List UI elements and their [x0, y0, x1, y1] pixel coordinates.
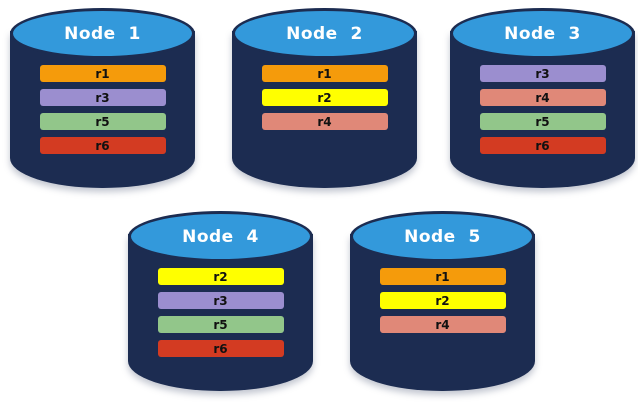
cylinder-top-icon [128, 211, 313, 262]
record-list: r1 r2 r4 [232, 65, 417, 130]
record-bar[interactable]: r6 [479, 137, 606, 154]
record-bar[interactable]: r2 [261, 89, 388, 106]
record-bar[interactable]: r3 [479, 65, 606, 82]
record-bar[interactable]: r1 [379, 268, 506, 285]
record-bar[interactable]: r1 [39, 65, 166, 82]
record-bar[interactable]: r3 [157, 292, 284, 309]
record-bar[interactable]: r6 [39, 137, 166, 154]
record-bar[interactable]: r6 [157, 340, 284, 357]
record-bar[interactable]: r3 [39, 89, 166, 106]
record-bar[interactable]: r4 [479, 89, 606, 106]
record-bar[interactable]: r2 [157, 268, 284, 285]
record-bar[interactable]: r5 [479, 113, 606, 130]
record-bar[interactable]: r2 [379, 292, 506, 309]
record-list: r1 r3 r5 r6 [10, 65, 195, 154]
cylinder-top-icon [450, 8, 635, 59]
record-list: r3 r4 r5 r6 [450, 65, 635, 154]
record-bar[interactable]: r4 [261, 113, 388, 130]
cylinder-top-icon [10, 8, 195, 59]
record-list: r1 r2 r4 [350, 268, 535, 333]
cylinder-top-icon [232, 8, 417, 59]
record-bar[interactable]: r4 [379, 316, 506, 333]
record-bar[interactable]: r5 [157, 316, 284, 333]
record-bar[interactable]: r5 [39, 113, 166, 130]
cylinder-top-icon [350, 211, 535, 262]
record-list: r2 r3 r5 r6 [128, 268, 313, 357]
record-bar[interactable]: r1 [261, 65, 388, 82]
